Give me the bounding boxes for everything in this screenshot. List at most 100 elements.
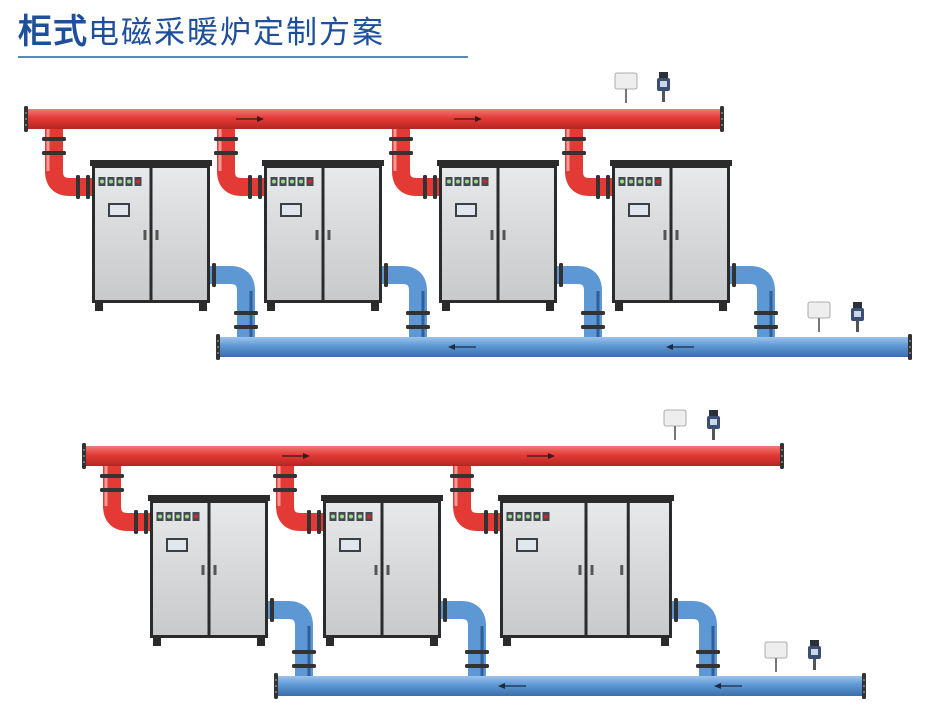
indicator-light: [118, 179, 122, 184]
electromagnetic-heater-cabinet: [90, 160, 212, 311]
cabinet-foot: [442, 303, 450, 311]
supply-elbow-pipe: [562, 129, 612, 199]
door-handle: [675, 230, 679, 240]
flow-arrow-icon: [666, 344, 694, 350]
elbow-body: [453, 466, 500, 531]
cabinet-top-bar: [262, 160, 384, 166]
supply-header-pipe: [82, 443, 784, 469]
door-handle: [502, 230, 506, 240]
return-elbow-pipe: [382, 263, 430, 337]
cabinet-top-bar: [148, 495, 270, 501]
door-handle: [663, 230, 667, 240]
supply-elbow-pipe: [273, 466, 323, 534]
indicator-light: [290, 179, 294, 184]
indicator-light: [447, 179, 451, 184]
pipe-flange: [100, 474, 124, 478]
return-elbow-pipe: [441, 598, 489, 676]
door-handle: [578, 565, 582, 575]
sensor-face: [854, 311, 861, 317]
bolt: [25, 118, 27, 120]
sensor-cap: [810, 640, 819, 646]
pipe-flange: [273, 474, 297, 478]
indicator-light: [158, 514, 162, 519]
display-glass: [341, 540, 359, 550]
indicator-light: [100, 179, 104, 184]
pipe-flange: [562, 137, 586, 141]
cabinet-right-door: [499, 168, 554, 300]
supply-elbow-pipe: [42, 129, 92, 199]
thermostat-body: [764, 641, 788, 659]
cabinet-foot: [95, 303, 103, 311]
indicator-light: [474, 179, 478, 184]
thermostat-icon: [614, 72, 638, 103]
display-glass: [282, 205, 300, 215]
control-panel-icon: [270, 177, 314, 217]
bolt: [909, 352, 911, 354]
cabinet-foot: [503, 638, 511, 646]
cabinet-left-door: [153, 503, 208, 635]
door-handle: [374, 565, 378, 575]
pipe-flange: [484, 510, 488, 534]
pipe-flange: [292, 650, 316, 654]
door-handle: [143, 230, 147, 240]
arrow-head: [448, 344, 455, 350]
door-handle: [213, 565, 217, 575]
pipe-flange: [581, 325, 605, 329]
pressure-sensor-icon: [707, 410, 720, 440]
display-glass: [110, 205, 128, 215]
cabinet-right-door: [324, 168, 379, 300]
thermostat-icon: [764, 641, 788, 672]
supply-elbow-pipe: [214, 129, 264, 199]
bolt: [721, 124, 723, 126]
cabinet-foot: [719, 303, 727, 311]
pipe-flange: [270, 598, 274, 622]
bolt: [217, 352, 219, 354]
indicator-light: [656, 179, 660, 184]
indicator-light: [535, 514, 539, 519]
cabinet-foot: [153, 638, 161, 646]
pipe-body: [220, 337, 908, 357]
indicator-light: [367, 514, 371, 519]
pipe-flange: [596, 175, 600, 199]
sensor-stem: [813, 659, 816, 670]
supply-header-pipe: [24, 106, 724, 132]
bolt: [863, 685, 865, 687]
heating-system-2: [82, 409, 866, 699]
pipe-flange: [317, 510, 321, 534]
sensor-cap: [853, 302, 862, 308]
indicator-light: [185, 514, 189, 519]
cabinet-top-bar: [437, 160, 559, 166]
pipe-body: [28, 109, 720, 129]
cabinet-foot: [430, 638, 438, 646]
cabinet-right-door: [672, 168, 727, 300]
indicator-light: [483, 179, 487, 184]
cabinet-left-door: [615, 168, 670, 300]
return-elbow-pipe: [557, 263, 605, 337]
bolt: [275, 685, 277, 687]
arrow-head: [498, 683, 505, 689]
door-handle: [620, 565, 624, 575]
door-seam: [626, 503, 630, 635]
door-handle: [386, 565, 390, 575]
arrow-head: [303, 453, 310, 459]
pipe-flange: [581, 311, 605, 315]
thermostat-body: [663, 409, 687, 427]
indicator-light: [272, 179, 276, 184]
bolt: [863, 679, 865, 681]
sensor-face: [811, 649, 818, 655]
cabinet-top-bar: [610, 160, 732, 166]
sensor-cap: [709, 410, 718, 416]
supply-elbow-pipe: [100, 466, 150, 534]
bolt: [781, 461, 783, 463]
flow-arrow-icon: [282, 453, 310, 459]
display-glass: [168, 540, 186, 550]
pipe-flange: [384, 263, 388, 287]
control-panel-icon: [156, 512, 200, 552]
cabinet-left-door: [326, 503, 381, 635]
pipe-flange: [406, 311, 430, 315]
cabinet-right-door: [210, 503, 265, 635]
pipe-flange: [562, 151, 586, 155]
arrow-head: [475, 116, 482, 122]
cabinet-right-door: [383, 503, 438, 635]
